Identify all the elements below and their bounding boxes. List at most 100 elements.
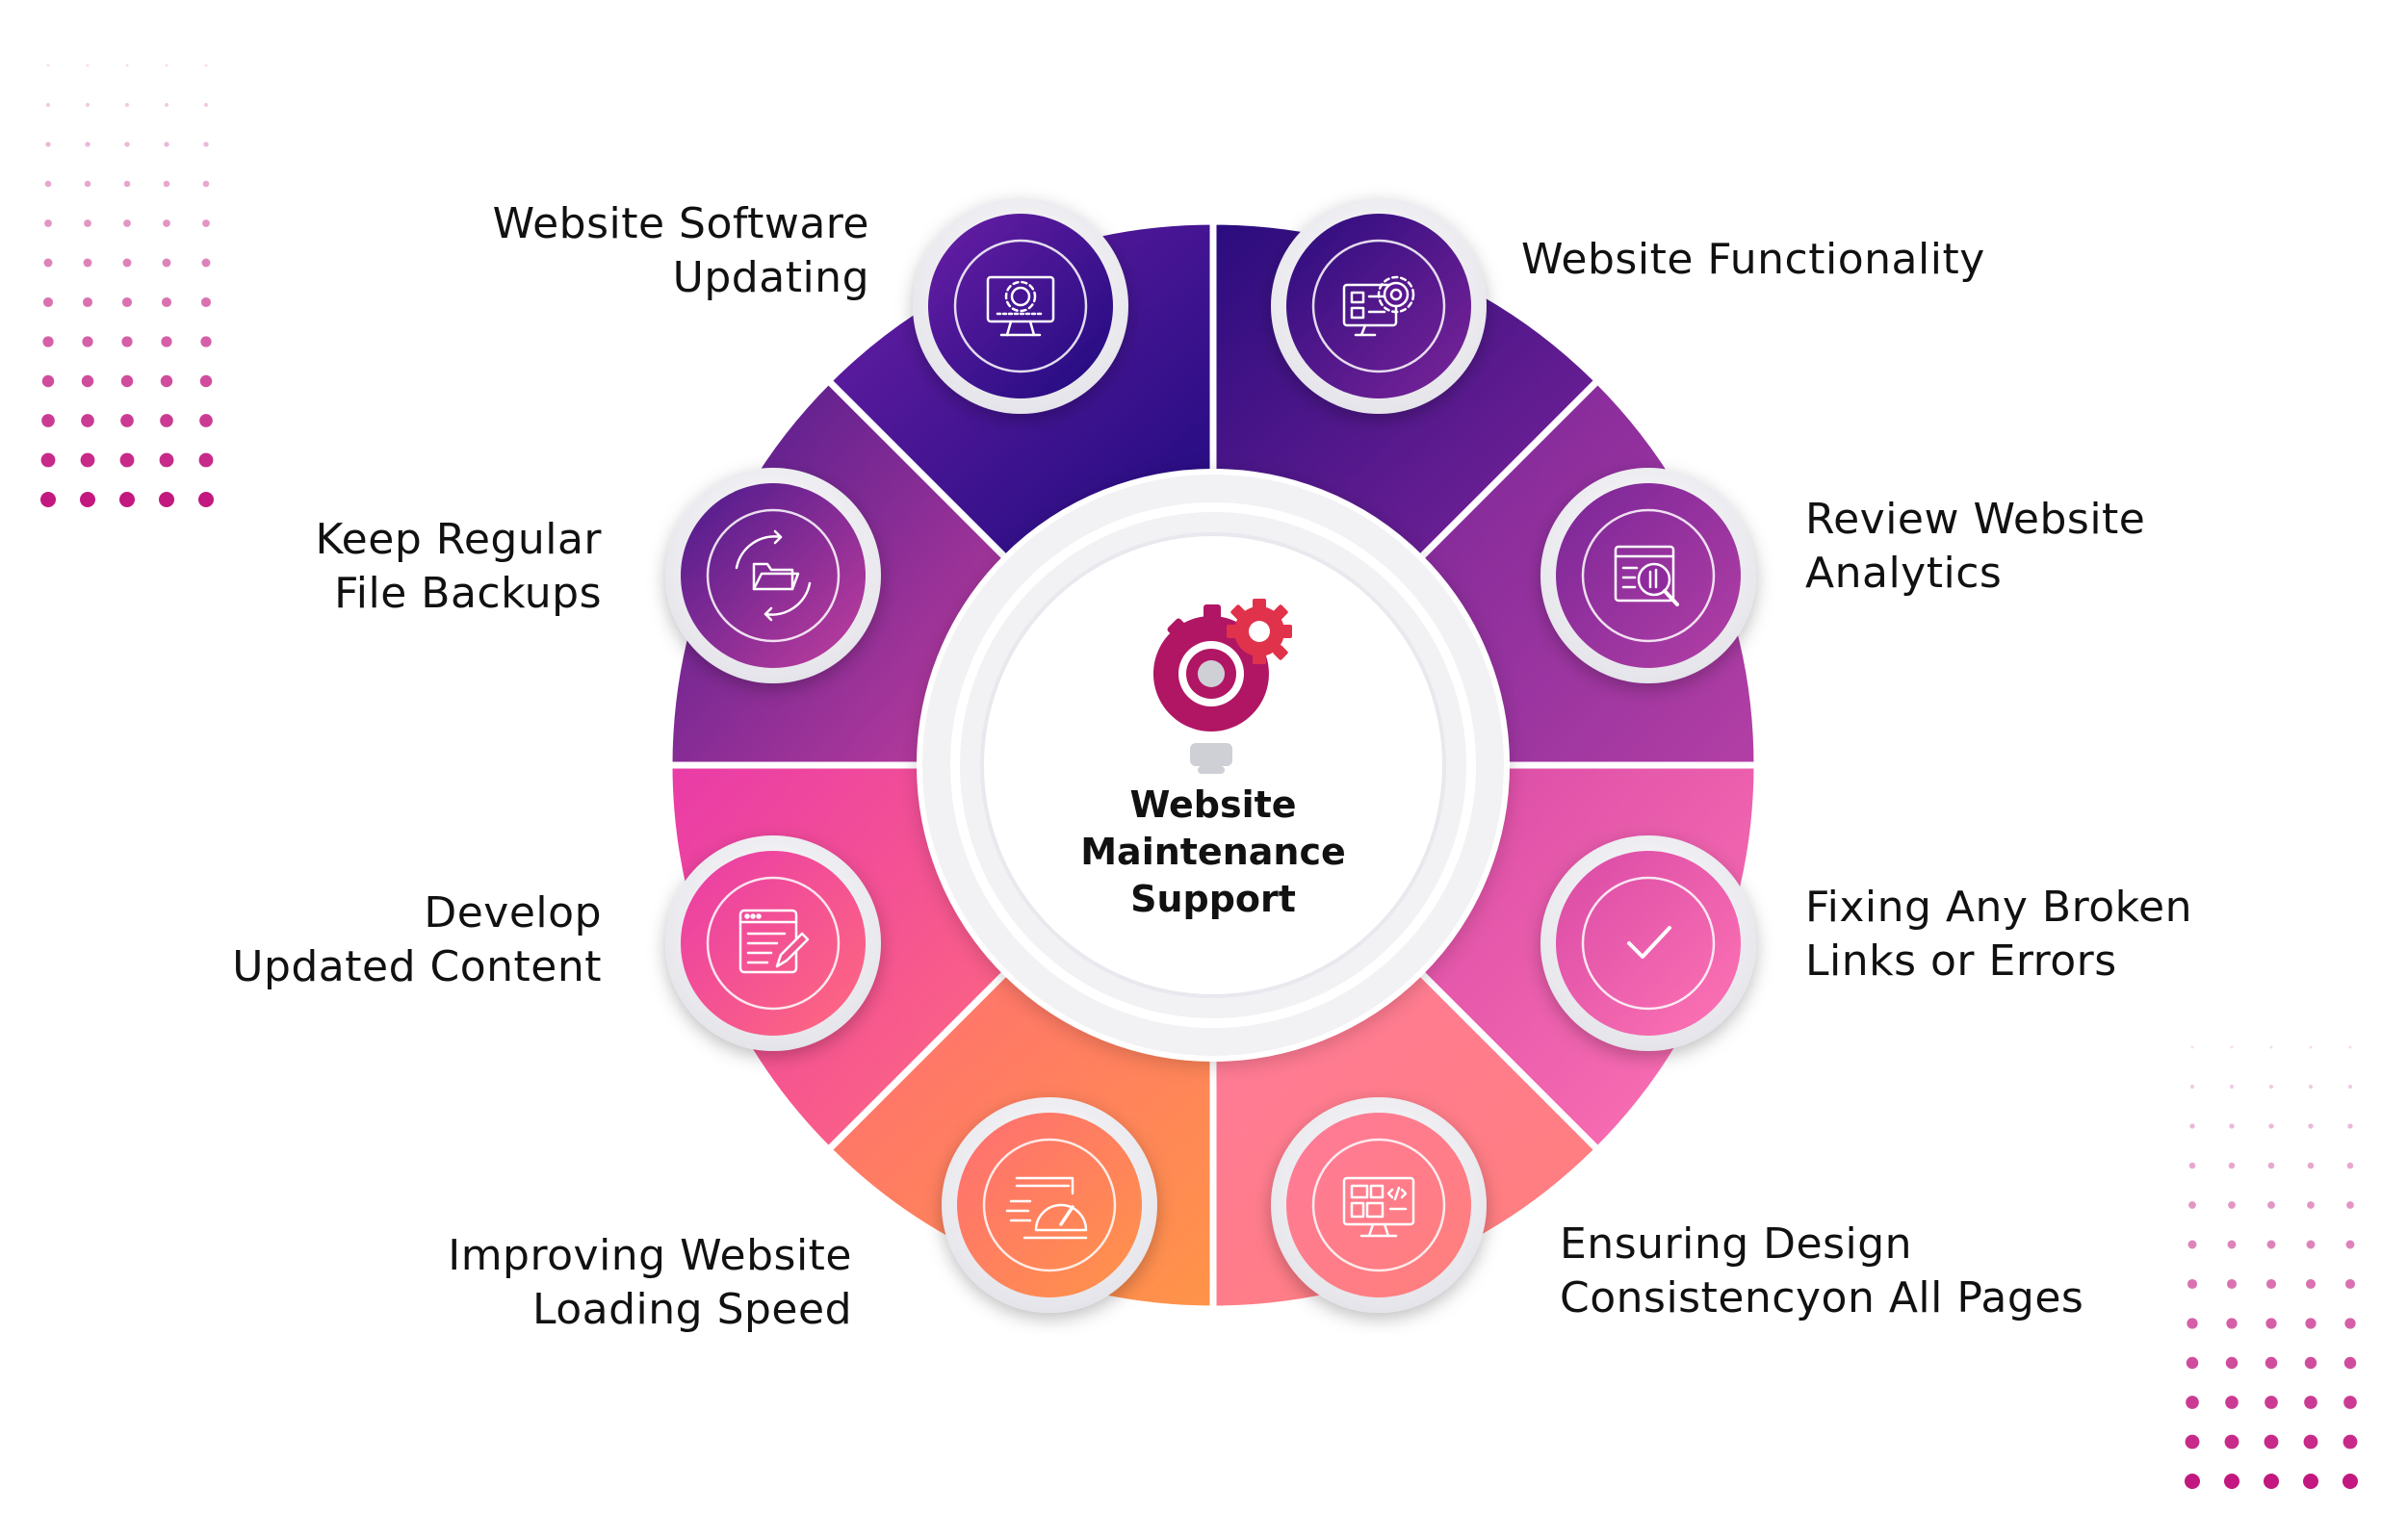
- center-hub-ring: [950, 502, 1476, 1028]
- decorative-dot: [2228, 1201, 2236, 1209]
- decorative-dot: [2264, 1434, 2279, 1450]
- decorative-dot: [2308, 1123, 2314, 1129]
- decorative-dot: [2303, 1434, 2318, 1450]
- decorative-dot: [40, 452, 56, 468]
- decorative-dot-grid-top-left: [40, 64, 214, 507]
- decorative-dot: [2343, 1396, 2357, 1409]
- folder-sync-icon: [735, 529, 812, 622]
- label-speed: Improving Website Loading Speed: [448, 1231, 852, 1334]
- analytics-search-icon: [1614, 545, 1679, 606]
- decorative-dot: [2264, 1474, 2279, 1489]
- decorative-dot: [199, 374, 213, 388]
- decorative-dot: [203, 141, 209, 147]
- decorative-dot: [2306, 1240, 2316, 1249]
- decorative-dot: [163, 180, 170, 188]
- decorative-dot: [121, 336, 133, 347]
- decorative-dot: [2305, 1278, 2316, 1290]
- decorative-dot: [2303, 1474, 2318, 1489]
- decorative-dot: [125, 64, 129, 67]
- badge-inner-ring: [1581, 876, 1716, 1011]
- decorative-dot: [121, 296, 133, 308]
- lightbulb-gears-icon: [1152, 599, 1292, 774]
- decorative-dot: [42, 336, 54, 347]
- decorative-dot: [46, 64, 50, 67]
- decorative-dot: [2307, 1162, 2315, 1169]
- decorative-dot: [2304, 1396, 2317, 1409]
- badge-inner-ring: [706, 876, 841, 1011]
- decorative-dot: [81, 414, 94, 427]
- badge-design: [1271, 1097, 1487, 1313]
- decorative-dot: [2266, 1240, 2276, 1249]
- decorative-dot: [2348, 1045, 2352, 1049]
- decorative-dot: [119, 452, 135, 468]
- center-title-line-1: Website: [1129, 783, 1297, 826]
- badge-inner-ring: [1311, 1138, 1446, 1272]
- decorative-dot: [84, 219, 91, 227]
- decorative-dot: [42, 296, 54, 308]
- decorative-dot: [159, 492, 174, 507]
- badge-inner-ring: [953, 239, 1088, 373]
- decorative-dot: [2229, 1123, 2235, 1129]
- decorative-dot: [2189, 1123, 2195, 1129]
- label-analytics: Review Website Analytics: [1805, 495, 2146, 598]
- decorative-dot: [2346, 1201, 2354, 1209]
- decorative-dot: [2188, 1162, 2196, 1169]
- decorative-dot: [2229, 1084, 2235, 1090]
- badge-software: [913, 198, 1128, 414]
- decorative-dot: [123, 180, 131, 188]
- decorative-dot: [120, 414, 134, 427]
- decorative-dot: [2189, 1084, 2195, 1090]
- label-backups: Keep Regular File Backups: [315, 515, 602, 618]
- monitor-gear-icon: [986, 275, 1055, 337]
- badge-backups: [665, 468, 881, 683]
- decorative-dot: [80, 452, 95, 468]
- decorative-dot: [199, 414, 213, 427]
- badge-inner-ring: [1581, 508, 1716, 643]
- decorative-dot: [202, 219, 210, 227]
- monitor-code-icon: [1342, 1176, 1415, 1238]
- decorative-dot: [124, 102, 130, 108]
- decorative-dot: [200, 336, 212, 347]
- decorative-dot: [2269, 1045, 2273, 1049]
- center-title-line-3: Support: [1130, 878, 1296, 920]
- decorative-dot: [2308, 1084, 2314, 1090]
- decorative-dot: [2225, 1356, 2239, 1370]
- decorative-dot: [81, 374, 94, 388]
- decorative-dot: [2227, 1240, 2237, 1249]
- decorative-dot: [85, 102, 91, 108]
- decorative-dot: [2230, 1045, 2234, 1049]
- badge-content: [665, 835, 881, 1051]
- decorative-dot: [2228, 1162, 2236, 1169]
- decorative-dot: [2267, 1162, 2275, 1169]
- decorative-dot: [120, 374, 134, 388]
- decorative-dot: [2185, 1434, 2200, 1450]
- decorative-dot: [122, 258, 132, 268]
- badge-analytics: [1540, 468, 1756, 683]
- step-badges: [665, 198, 1756, 1313]
- decorative-dot: [43, 258, 53, 268]
- decorative-dot: [204, 64, 208, 67]
- decorative-dot: [2225, 1396, 2239, 1409]
- decorative-dot: [2267, 1201, 2275, 1209]
- decorative-dot: [2265, 1278, 2277, 1290]
- decorative-dot: [2226, 1318, 2238, 1329]
- decorative-dot: [45, 102, 51, 108]
- decorative-dot: [165, 64, 168, 67]
- decorative-dot: [82, 336, 93, 347]
- speedometer-icon: [1005, 1176, 1088, 1240]
- checkmark-icon: [1627, 926, 1671, 959]
- decorative-dot: [2224, 1474, 2239, 1489]
- decorative-dot: [119, 492, 135, 507]
- decorative-dot: [2185, 1474, 2200, 1489]
- decorative-dot: [80, 492, 95, 507]
- decorative-dot: [203, 102, 209, 108]
- decorative-dot: [2268, 1084, 2274, 1090]
- decorative-dot: [2224, 1434, 2239, 1450]
- decorative-dot: [2186, 1396, 2199, 1409]
- decorative-dot: [2190, 1045, 2194, 1049]
- decorative-dot: [2187, 1278, 2198, 1290]
- decorative-dot: [198, 492, 214, 507]
- decorative-dot: [2347, 1084, 2353, 1090]
- decorative-dot: [2265, 1396, 2278, 1409]
